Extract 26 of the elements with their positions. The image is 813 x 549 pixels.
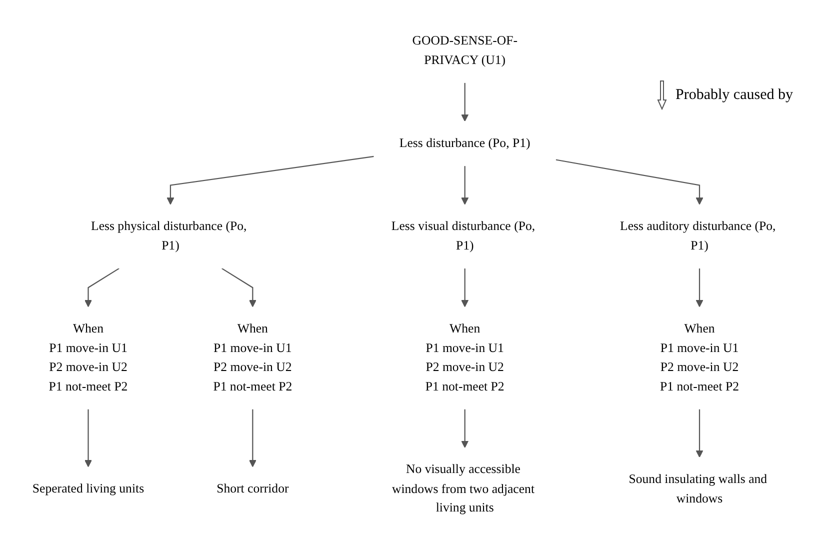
arrow <box>248 408 256 467</box>
arrow <box>461 166 469 204</box>
node-text: Less physical disturbance (Po, P1) <box>91 219 247 252</box>
arrow <box>461 268 469 307</box>
arrow <box>84 408 92 467</box>
arrow <box>166 156 374 204</box>
node-text: No visually accessible windows from two adjacent living units <box>392 462 535 515</box>
node-text: When P1 move-in U1 P2 move-in U2 P1 not-meet P2 <box>213 322 292 394</box>
node-text: When P1 move-in U1 P2 move-in U2 P1 not-meet P2 <box>425 322 504 394</box>
node-text: Less disturbance (Po, P1) <box>399 136 530 150</box>
arrow <box>696 408 704 458</box>
legend-text: Probably caused by <box>676 86 793 104</box>
arrow <box>556 158 704 204</box>
node-text: Less visual disturbance (Po, P1) <box>391 219 536 252</box>
node-text: Short corridor <box>216 482 289 496</box>
node-text: When P1 move-in U1 P2 move-in U2 P1 not-meet P2 <box>660 322 739 394</box>
node-text: Seperated living units <box>32 482 144 496</box>
node-text: When P1 move-in U1 P2 move-in U2 P1 not-meet P2 <box>48 322 128 394</box>
node-text: Sound insulating walls and windows <box>628 472 768 506</box>
arrow <box>461 408 469 448</box>
node-text: Less auditory disturbance (Po, P1) <box>620 219 776 252</box>
arrow <box>84 268 120 307</box>
arrow <box>461 82 469 122</box>
arrow <box>696 268 704 307</box>
node-text: GOOD-SENSE-OF-PRIVACY (U1) <box>412 34 518 67</box>
arrow <box>222 268 256 307</box>
